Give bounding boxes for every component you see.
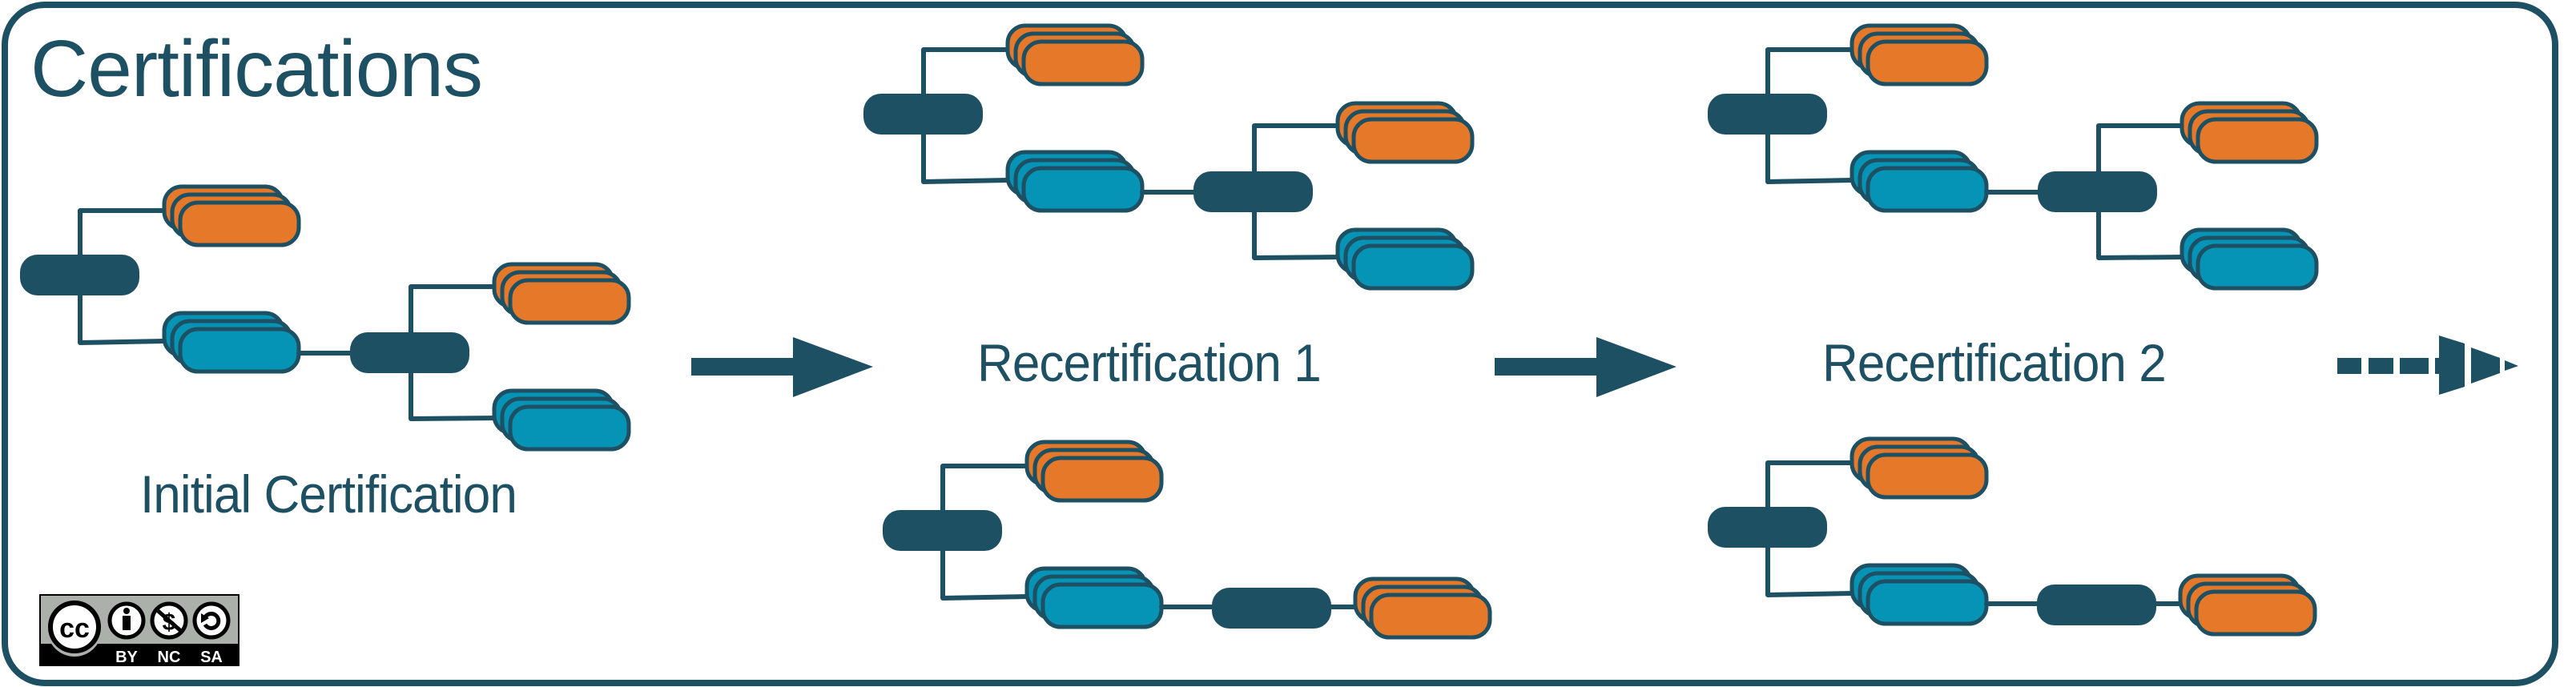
license-badge: cc $ BY NC SA [39,594,239,666]
connector-line [940,548,1029,601]
decision-node [1193,171,1313,212]
arrow-head-segment [2439,335,2465,395]
orange-card [2194,589,2317,637]
orange-card [178,200,301,247]
arrow-head-tip [2505,360,2518,371]
decision-node [1708,507,1827,548]
orange-card [2196,117,2319,164]
dashed-arrow [2337,335,2518,395]
blue-card [1866,166,1989,213]
blue-card [178,327,301,374]
connector-line [921,47,1010,96]
decision-node [350,332,469,373]
nc-icon: $ [150,601,188,640]
certification-diagram-inline [1708,436,2317,637]
decision-node [2038,171,2157,212]
arrow-head-segment [2471,348,2500,384]
connector-line [1765,460,1854,509]
diagrams-layer [20,23,2319,640]
certification-diagram-branching [1708,23,2319,291]
blue-card-stack [2180,227,2319,291]
blue-card-stack [1849,150,1989,213]
orange-card [1369,593,1492,640]
orange-card-stack [1005,23,1145,86]
blue-card [1021,166,1145,213]
decision-node [1212,588,1331,629]
orange-card-stack [1024,440,1164,503]
blue-card [2196,243,2319,291]
arrows-layer [691,335,2518,397]
connector-line [1765,47,1854,96]
blue-card [508,404,631,452]
orange-card [1866,39,1989,86]
arrow-shaft [1495,358,1599,376]
arrow-dash [2400,358,2429,374]
svg-text:cc: cc [59,613,90,644]
orange-card [1021,39,1145,86]
certification-diagram-inline [883,440,1492,640]
decision-node [1708,94,1827,135]
orange-card-stack [1353,577,1492,640]
stage-label-initial-certification: Initial Certification [140,464,517,524]
blue-card-stack [1005,150,1145,213]
arrow-head [1596,337,1676,397]
blue-card-stack [162,311,301,374]
decision-node [883,510,1002,551]
connector-line [1252,210,1344,260]
orange-card-stack [162,184,301,247]
orange-card-stack [1849,23,1989,86]
arrow-shaft [691,358,795,376]
blue-card-stack [1024,566,1164,629]
decision-node [20,255,139,295]
orange-card-stack [2178,573,2317,637]
solid-arrow [1495,337,1676,397]
decision-node [2037,585,2156,625]
orange-card-stack [1335,101,1475,164]
connector-line [2096,210,2188,260]
page-title: Certifications [30,24,483,114]
connector-line [78,293,167,345]
sa-icon [192,601,231,640]
connector-line [78,208,167,257]
blue-card [1040,582,1164,629]
blue-card [1866,579,1989,626]
orange-card-stack [492,262,631,325]
connector-line [409,284,501,335]
connector-line [2096,123,2188,174]
orange-card [1351,117,1475,164]
orange-card [508,278,631,325]
orange-card [1866,452,1989,500]
cc-icon: cc [47,601,102,657]
by-icon [107,601,146,640]
arrow-head [793,337,873,397]
certification-diagram-branching [20,184,631,452]
connector-line [1765,545,1854,597]
stage-label-recertification-1: Recertification 1 [977,333,1322,392]
nc-label: NC [158,649,181,666]
orange-card-stack [2180,101,2319,164]
blue-card-stack [1849,563,1989,626]
badge-outline [39,594,239,666]
connector-line [940,464,1029,512]
connector-line [409,371,501,421]
arrow-dash [2337,358,2361,374]
blue-card-stack [492,388,631,452]
blue-card-stack [1335,227,1475,291]
arrow-dash [2369,358,2393,374]
orange-card [1040,456,1164,503]
orange-card-stack [1849,436,1989,500]
connector-line [921,132,1010,184]
solid-arrow [691,337,873,397]
by-label: BY [115,649,138,666]
certification-diagram-branching [863,23,1475,291]
blue-card [1351,243,1475,291]
sa-label: SA [200,649,223,666]
connector-line [1765,132,1854,184]
decision-node [863,94,983,135]
connector-line [1252,123,1344,174]
stage-label-recertification-2: Recertification 2 [1822,333,2167,392]
